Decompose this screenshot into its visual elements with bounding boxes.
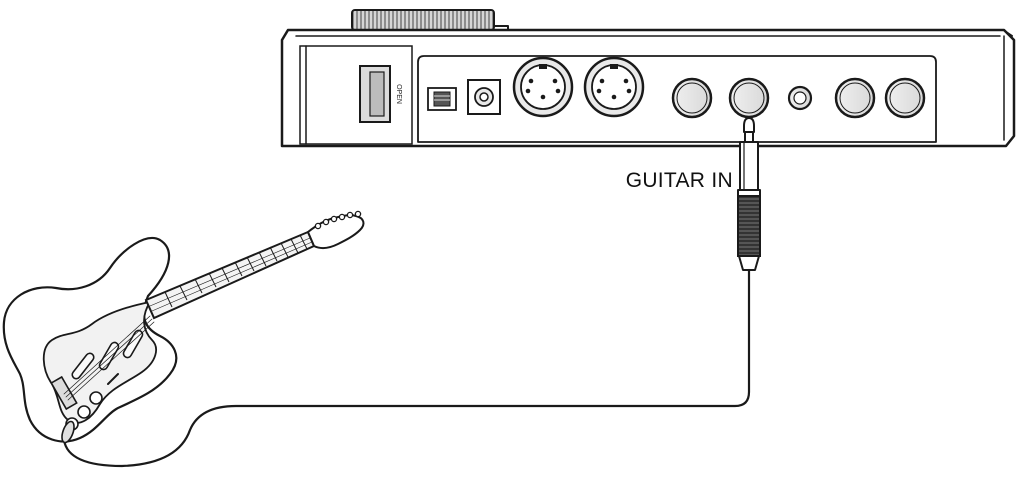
phone-plug (737, 117, 761, 271)
tone-knob-1 (77, 405, 91, 419)
device-body (280, 28, 1016, 148)
midi-out-jack[interactable] (583, 56, 645, 118)
plug-grip (737, 195, 761, 257)
volume-knob (89, 391, 103, 405)
midi-in-jack[interactable] (512, 56, 574, 118)
tuning-pegs (314, 210, 362, 230)
output-jack-2[interactable] (834, 77, 876, 119)
guitar-in-jack[interactable] (728, 77, 770, 119)
top-knob (351, 9, 495, 31)
output-jack-1[interactable] (671, 77, 713, 119)
headphone-jack[interactable] (787, 85, 813, 111)
guitar-output-jack (61, 420, 75, 444)
neck-pickup (122, 329, 144, 359)
guitar-bridge (50, 375, 78, 411)
battery-bay (299, 45, 413, 145)
jack-panel (417, 55, 937, 143)
device-rear-panel: OPEN (280, 9, 1016, 148)
power-switch[interactable] (427, 87, 457, 111)
electric-guitar (2, 210, 365, 444)
dc-power-jack[interactable] (467, 79, 501, 115)
bridge-pickup (71, 352, 95, 380)
battery-cover-label: OPEN (395, 84, 402, 104)
guitar-in-label: GUITAR IN (626, 169, 733, 192)
output-jack-3[interactable] (884, 77, 926, 119)
